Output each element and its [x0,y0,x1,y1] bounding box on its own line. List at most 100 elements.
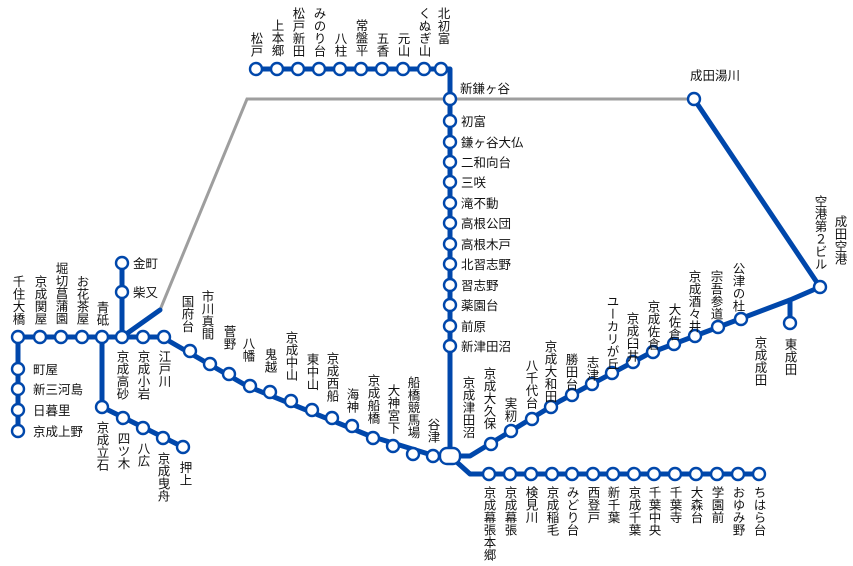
station-chibadera[interactable] [667,466,683,482]
station-sugano[interactable] [221,366,237,382]
station-keisei-makuhari[interactable] [502,466,518,482]
station-yukarigaoka[interactable] [604,365,620,381]
station-keisei-ueno[interactable] [10,423,26,439]
station-funabashikeibajo[interactable] [405,446,421,462]
station-goko[interactable] [374,61,390,77]
station-matsudo[interactable] [248,61,264,77]
station-yakuendai[interactable] [442,297,458,313]
label-keisei-nishifunabashi: 京成西船 [325,352,340,403]
station-senju-ohashi[interactable] [10,329,26,345]
station-shizu[interactable] [584,376,600,392]
station-kaijin[interactable] [344,418,360,434]
station-narita-yukawa[interactable] [686,91,702,107]
station-katsutadai[interactable] [564,387,580,403]
station-kitanarashino[interactable] [442,256,458,272]
station-kamagayadaibutsu[interactable] [442,134,458,150]
label-omoridai: 大森台 [689,486,704,524]
station-keisei-sekiya[interactable] [32,329,48,345]
line-hokuso [119,307,163,340]
station-keisei-shisui[interactable] [687,328,703,344]
station-kamihongo[interactable] [269,61,285,77]
station-shinkamagaya[interactable] [442,91,458,107]
station-tokiwadaira[interactable] [353,61,369,77]
station-keisei-nishifunabashi[interactable] [324,410,340,426]
station-takifudo[interactable] [442,195,458,211]
station-keisei-usui[interactable] [625,354,641,370]
station-keisei-owada[interactable] [543,399,559,415]
station-kanamachi[interactable] [114,255,130,271]
vertical-labels: 松戸 上本郷 松戸新田 みのり台 八柱 常盤平 五香 元山 くぬぎ山 北初富 千… [11,7,848,561]
station-takanekoen[interactable] [442,215,458,231]
station-konodai[interactable] [182,343,198,359]
station-keisei-nakayama[interactable] [283,393,299,409]
station-hatsutomi[interactable] [442,113,458,129]
station-keisei-yawata[interactable] [242,378,258,394]
label-funabashikeibajo: 船橋競馬場 [406,376,421,439]
station-onigoe[interactable] [262,384,278,400]
station-keisei-inage[interactable] [544,466,560,482]
station-higashinakayama[interactable] [304,402,320,418]
station-shinchiba[interactable] [605,466,621,482]
station-chiharadai[interactable] [751,466,767,482]
station-kemigawa[interactable] [523,466,539,482]
station-makuharihongo[interactable] [481,466,497,482]
station-shintsudanuma[interactable] [442,338,458,354]
station-aoto[interactable] [94,329,110,345]
station-yatsu[interactable] [425,448,441,464]
station-gakuenmae[interactable] [709,466,725,482]
station-keisei-tateishi[interactable] [94,399,110,415]
station-yachiyodai[interactable] [524,411,540,427]
station-chibachuo[interactable] [646,466,662,482]
label-machiya: 町屋 [33,362,58,377]
station-machiya[interactable] [10,361,26,377]
station-misaki[interactable] [442,174,458,190]
label-ohanajaya: お花茶屋 [75,275,90,326]
station-keisei-tsudanuma[interactable] [438,446,462,466]
station-kitahatsutomi[interactable] [433,61,449,77]
station-midoridai[interactable] [564,466,580,482]
station-motoyama[interactable] [395,61,411,77]
station-edogawa[interactable] [156,329,172,345]
station-shibamata[interactable] [114,284,130,300]
station-horikiri[interactable] [53,329,69,345]
station-yotsugi[interactable] [115,410,131,426]
station-maebara[interactable] [442,318,458,334]
label-keisei-ueno: 京成上野 [33,424,84,439]
label-narashino: 習志野 [461,278,499,293]
station-keisei-sakura[interactable] [645,344,661,360]
station-keisei-takasago[interactable] [114,329,130,345]
station-futawamukodai[interactable] [442,154,458,170]
station-narita-airport[interactable] [812,279,828,295]
grey-line [158,97,694,311]
station-oshiage[interactable] [175,439,191,455]
station-higashi-narita[interactable] [782,315,798,331]
station-narashino[interactable] [442,277,458,293]
station-ichikawamama[interactable] [202,356,218,372]
label-horikiri: 堀切菖蒲園 [54,261,69,325]
station-mimomi[interactable] [503,423,519,439]
station-omoridai[interactable] [688,466,704,482]
station-ohanajaya[interactable] [74,329,90,345]
station-yahiro[interactable] [135,420,151,436]
station-ojinmiyashita[interactable] [385,438,401,454]
station-kozunomori[interactable] [733,311,749,327]
label-keisei-sakura: 京成佐倉 [646,300,661,351]
station-keisei-koiwa[interactable] [135,329,151,345]
station-minoridai[interactable] [311,61,327,77]
label-shizu: 志津 [585,356,600,381]
station-nippori[interactable] [10,402,26,418]
station-sogosando[interactable] [710,319,726,335]
station-kunugiyama[interactable] [416,61,432,77]
station-yabashira[interactable] [332,61,348,77]
station-shinmikawashima[interactable] [10,381,26,397]
station-matsudoshinden[interactable] [290,61,306,77]
station-keisei-hikifune[interactable] [155,430,171,446]
station-osakura[interactable] [666,336,682,352]
station-takanekido[interactable] [442,236,458,252]
station-oyumino[interactable] [730,466,746,482]
label-matsudo: 松戸 [249,32,264,58]
station-keisei-funabashi[interactable] [365,430,381,446]
station-keisei-chiba[interactable] [626,466,642,482]
station-keisei-okubo[interactable] [483,436,499,452]
station-nishinoboto[interactable] [585,466,601,482]
